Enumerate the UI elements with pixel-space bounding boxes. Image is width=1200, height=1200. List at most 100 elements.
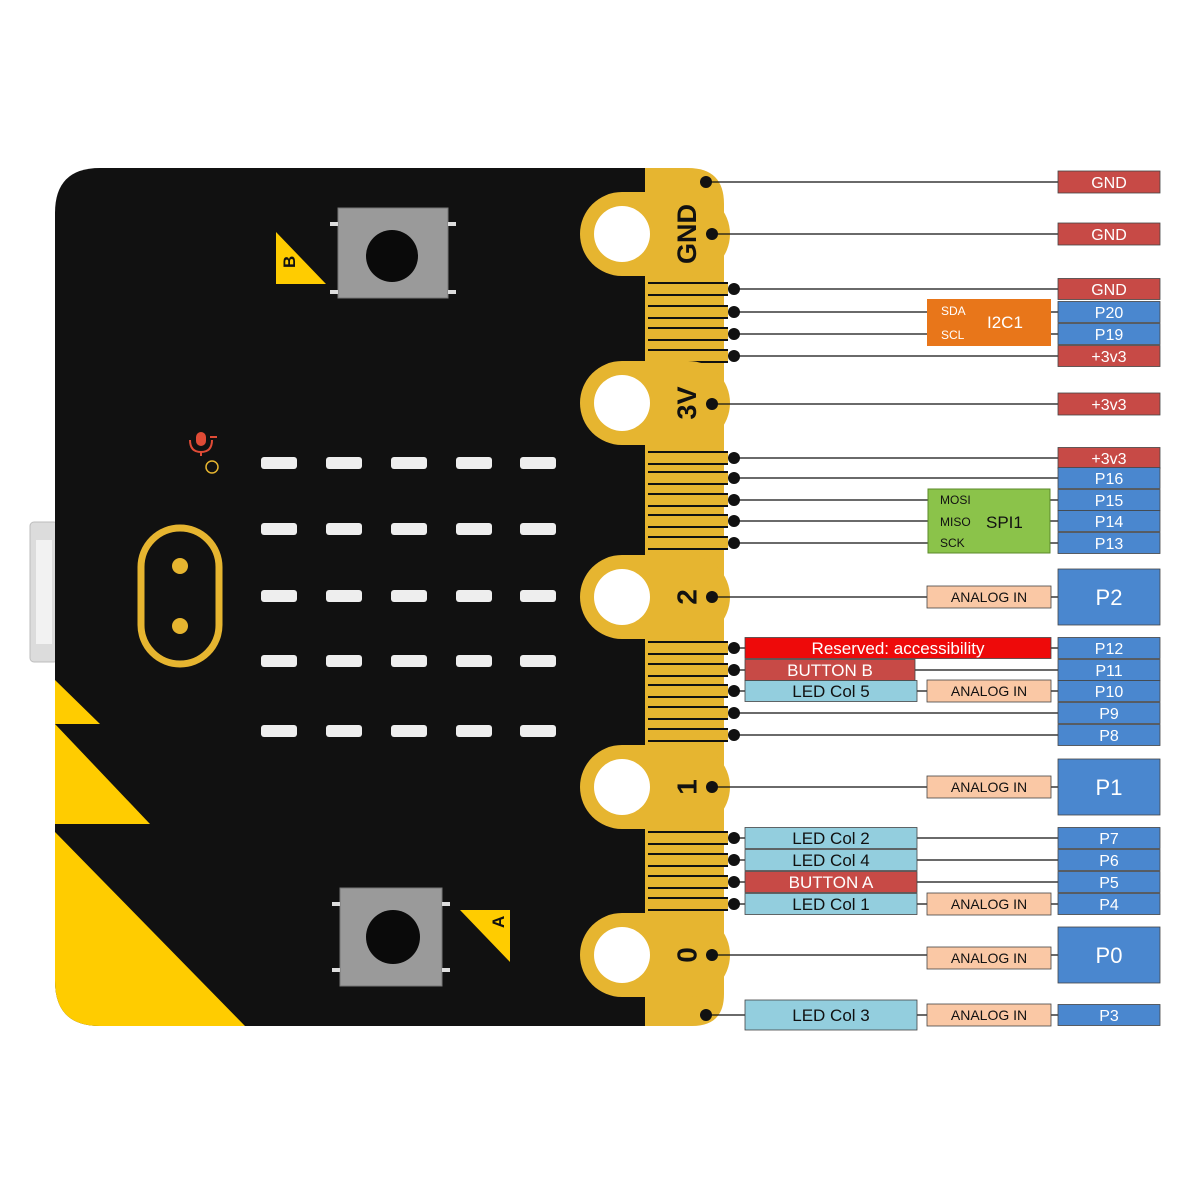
pin-dot-7 [728, 452, 740, 464]
spi-mosi-label: MOSI [940, 493, 971, 507]
board-body [55, 168, 688, 1026]
pin-label-box-10 [1057, 510, 1161, 532]
pin-label-box-0 [1057, 170, 1161, 194]
button-a[interactable] [332, 887, 450, 987]
reserved-accessibility-label: Reserved: accessibility [812, 639, 985, 658]
analog-in-label-2-box [926, 775, 1052, 799]
pin-label-box-19 [1057, 827, 1161, 849]
button-b-label: B [280, 256, 299, 268]
led-col5-label: LED Col 5 [792, 682, 869, 701]
analog-in-label-4-box [926, 946, 1052, 970]
big-pad-label-4: 0 [671, 947, 702, 963]
big-pad-label-3: 1 [671, 779, 702, 795]
pin-label-box-22 [1057, 893, 1161, 915]
led-col3-label: LED Col 3 [792, 1006, 869, 1025]
edge-finger [648, 495, 728, 505]
big-pad-label-0: GND [672, 204, 702, 264]
led-r3c1 [326, 655, 362, 667]
pin-label-box-2 [1057, 278, 1161, 300]
pin-label-17: P8 [1099, 728, 1119, 745]
pin-label-4: P19 [1095, 327, 1124, 344]
edge-finger [648, 686, 728, 696]
pin-label-box-20 [1057, 849, 1161, 871]
pin-dot-0 [700, 176, 712, 188]
button-a-label: A [489, 916, 508, 928]
edge-finger [648, 516, 728, 526]
edge-finger [648, 665, 728, 675]
pin-dot-2 [728, 283, 740, 295]
led-r2c3 [456, 590, 492, 602]
pin-label-20: P6 [1099, 853, 1119, 870]
led-r1c1 [326, 523, 362, 535]
led-r0c1 [326, 457, 362, 469]
pin-label-3: P20 [1095, 305, 1124, 322]
led-r0c3 [456, 457, 492, 469]
edge-fingers [648, 282, 728, 911]
i2c-label: I2C1 [987, 313, 1023, 332]
pin-dot-20 [728, 854, 740, 866]
analog-in-label-2: ANALOG IN [951, 779, 1027, 795]
big-pad-label-2: 2 [671, 589, 702, 605]
i2c-scl-label: SCL [941, 328, 965, 342]
pin-label-box-17 [1057, 724, 1161, 746]
edge-finger [648, 473, 728, 483]
edge-finger [648, 351, 728, 361]
big-pad-hole-0 [594, 206, 650, 262]
button-a-label-tag: A [460, 910, 510, 962]
big-pad-hole-1 [594, 375, 650, 431]
edge-finger [648, 855, 728, 865]
edge-finger [648, 730, 728, 740]
big-pad-label-1: 3V [672, 386, 702, 419]
edge-finger [648, 307, 728, 317]
led-r4c0 [261, 725, 297, 737]
led-r0c0 [261, 457, 297, 469]
pin-label-7: +3v3 [1091, 451, 1126, 468]
led-r1c3 [456, 523, 492, 535]
microbit-logo-icon[interactable] [137, 524, 223, 668]
mic-indicator-led [205, 460, 219, 474]
pin-label-box-11 [1057, 532, 1161, 554]
edge-finger [648, 643, 728, 653]
led-r4c1 [326, 725, 362, 737]
pin-dot-15 [728, 685, 740, 697]
led-r1c4 [520, 523, 556, 535]
pin-label-box-15 [1057, 680, 1161, 702]
button-b[interactable] [330, 207, 456, 299]
led-r0c4 [520, 457, 556, 469]
spi-label: SPI1 [986, 513, 1023, 532]
button-a-function-label: BUTTON A [789, 873, 874, 892]
led-col1-label-box [744, 893, 918, 915]
spi-block: MOSI MISO SCK SPI1 [927, 488, 1051, 554]
pin-dot-14 [728, 664, 740, 676]
pin-label-16: P9 [1099, 706, 1119, 723]
analog-in-label-0: ANALOG IN [951, 589, 1027, 605]
i2c-sda-label: SDA [941, 304, 966, 318]
led-r1c2 [391, 523, 427, 535]
analog-in-label-5-box [926, 1003, 1052, 1027]
edge-finger [648, 708, 728, 718]
led-col4-label-box [744, 849, 918, 871]
pin-label-box-16 [1057, 702, 1161, 724]
pin-dot-5 [728, 350, 740, 362]
pin-label-13: P12 [1095, 641, 1124, 658]
usb-connector-inner [36, 540, 52, 644]
analog-in-label-3: ANALOG IN [951, 896, 1027, 912]
led-r2c2 [391, 590, 427, 602]
led-r3c0 [261, 655, 297, 667]
pin-label-5: +3v3 [1091, 349, 1126, 366]
pin-label-box-6 [1057, 392, 1161, 416]
pin-label-24: P3 [1099, 1008, 1119, 1025]
led-col2-label-box [744, 827, 918, 849]
pin-dot-21 [728, 876, 740, 888]
pin-label-box-5 [1057, 345, 1161, 367]
led-r2c0 [261, 590, 297, 602]
edge-finger [648, 329, 728, 339]
pin-label-box-8 [1057, 467, 1161, 489]
pin-dot-4 [728, 328, 740, 340]
pin-dot-10 [728, 515, 740, 527]
pin-label-23: P0 [1096, 943, 1123, 968]
led-col3-label-box [744, 999, 918, 1031]
led-r3c4 [520, 655, 556, 667]
pin-dot-17 [728, 729, 740, 741]
big-pad-hole-3 [594, 759, 650, 815]
